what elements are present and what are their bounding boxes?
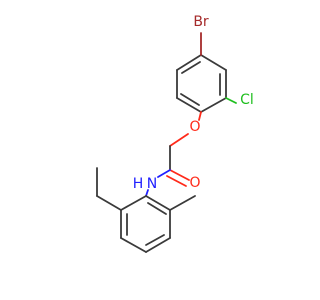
bond-ring1-3	[200, 97, 227, 113]
bond-ring2-3	[145, 237, 171, 253]
molecule-structure: Br Cl O O N H	[96, 14, 254, 253]
bond-ring1-6-double	[181, 61, 201, 74]
bond-ring2-6	[120, 195, 147, 211]
bond-ring-o	[198, 111, 202, 121]
bond-ethyl-1	[96, 195, 122, 211]
bond-ring2-4	[120, 237, 147, 253]
bond-c-o-carbonyl	[169, 169, 190, 181]
bond-c-cl	[225, 97, 237, 104]
atom-cl: Cl	[240, 92, 254, 108]
bond-ring1-4-double	[180, 93, 200, 106]
bond-ring1-4	[176, 97, 202, 113]
atom-br: Br	[193, 14, 209, 30]
bond-ring2-1	[145, 195, 171, 211]
atom-o-ether: O	[189, 119, 200, 135]
bond-ring1-1	[200, 54, 227, 71]
bond-c-n	[157, 169, 171, 178]
atom-o-carbonyl: O	[189, 175, 200, 191]
atom-n-amide: N	[147, 176, 157, 192]
bond-c-o-carbonyl-double	[166, 175, 187, 187]
bond-o-ch2	[169, 133, 189, 147]
bond-ring1-6	[176, 54, 202, 71]
bond-methyl	[169, 195, 196, 211]
bond-ring2-1-double	[147, 202, 167, 215]
atom-h-amide: H	[133, 176, 144, 192]
bond-n-ring	[145, 189, 149, 197]
bond-ring2-3-double	[145, 234, 165, 246]
